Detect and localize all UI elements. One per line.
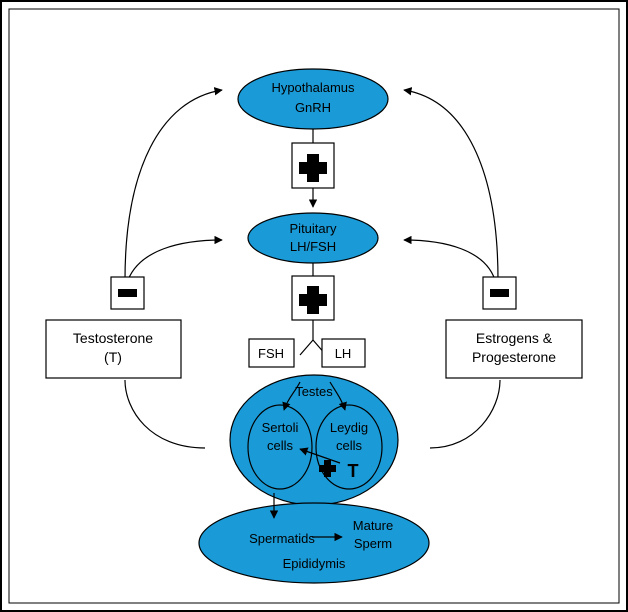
hypothalamus-node (237, 68, 389, 130)
leydig-label: Leydig (330, 420, 368, 435)
estrogens-label: Estrogens & (476, 330, 553, 346)
sertoli-label: Sertoli (262, 420, 299, 435)
leydig-cells-label: cells (336, 438, 363, 453)
fsh-box (248, 338, 295, 368)
testosterone-label: Testosterone (73, 330, 153, 346)
testes-to-testosterone-curve (124, 379, 206, 449)
plus-icon (299, 154, 327, 182)
testosterone-abbrev: (T) (104, 349, 122, 365)
gnrh-label: GnRH (295, 100, 331, 115)
lh-fsh-label: LH/FSH (290, 239, 336, 254)
progesterone-label: Progesterone (472, 349, 556, 365)
testosterone-t-label: T (348, 461, 359, 481)
estrogens-to-hypothalamus-arrow (403, 87, 499, 281)
testes-label: Testes (295, 384, 333, 399)
pituitary-node (247, 212, 379, 264)
estrogens-box (445, 319, 583, 379)
leydig-cells-outline (315, 404, 383, 490)
testosterone-to-pituitary-arrow (127, 235, 223, 281)
epididymis-node (198, 502, 430, 584)
sertoli-cells-outline (247, 404, 313, 490)
testosterone-to-hypothalamus-arrow (124, 87, 223, 281)
lh-to-leydig-arrow (329, 381, 347, 411)
fsh-to-sertoli-arrow (282, 381, 301, 411)
epididymis-label: Epididymis (283, 556, 346, 571)
lh-box (321, 338, 366, 368)
pituitary-label: Pituitary (290, 221, 337, 236)
plus-icon (299, 286, 327, 314)
fsh-label: FSH (258, 346, 284, 361)
testosterone-box (45, 319, 182, 379)
plus-icon (319, 460, 336, 477)
testosterone-to-sertoli-arrow (299, 447, 341, 464)
lh-label: LH (335, 346, 352, 361)
estrogens-to-pituitary-arrow (403, 235, 496, 281)
minus-icon (490, 289, 509, 297)
hypothalamus-label: Hypothalamus (271, 80, 355, 95)
minus-icon (118, 289, 137, 297)
mature-label: Mature (353, 518, 393, 533)
testes-to-estrogens-curve (429, 379, 501, 449)
sperm-label: Sperm (354, 536, 392, 551)
inner-border (8, 8, 620, 604)
sertoli-cells-label: cells (267, 438, 294, 453)
spermatids-label: Spermatids (249, 531, 315, 546)
